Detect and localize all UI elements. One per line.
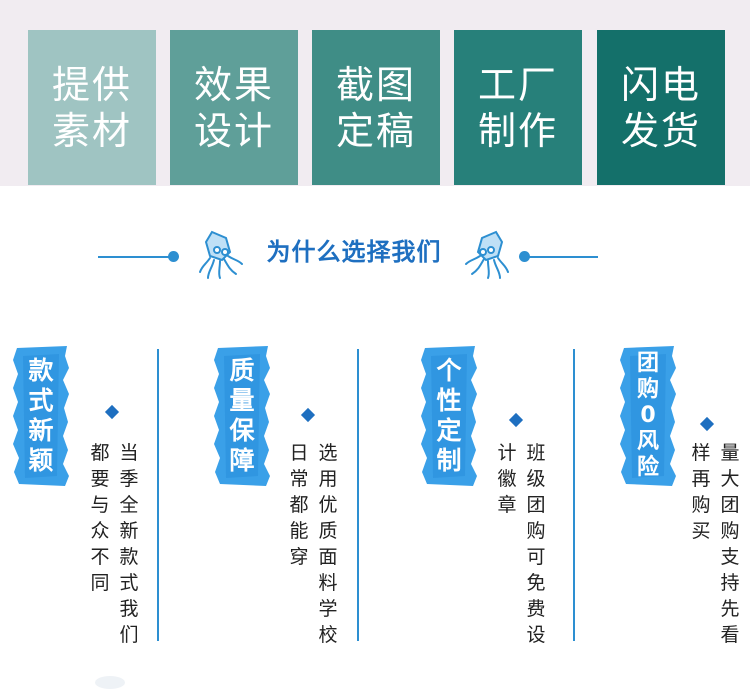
feature-badge-4: 团购0风险 (618, 346, 678, 486)
step-label-2: 效果设计 (193, 62, 274, 153)
feature-divider-1 (157, 349, 159, 641)
section-heading: 为什么选择我们 (266, 238, 442, 266)
bottom-decoration (95, 676, 125, 689)
feature-4-line-2: 样再购买 (691, 442, 711, 542)
feature-3-line-2: 计徽章 (497, 442, 517, 516)
brush-badge-shape (214, 346, 270, 486)
feature-divider-3 (573, 349, 575, 641)
feature-4-line-1: 量大团购支持先看 (720, 442, 740, 646)
step-tile-3: 截图定稿 (312, 30, 440, 185)
step-tile-5: 闪电发货 (597, 30, 725, 185)
feature-diamond-3 (508, 412, 524, 428)
brush-badge-shape (421, 346, 477, 486)
feature-2-line-2: 日常都能穿 (289, 442, 309, 568)
feature-badge-label: 个性定制 (436, 356, 462, 475)
feature-diamond-2 (300, 407, 316, 423)
feature-badge-label: 质量保障 (229, 356, 255, 475)
feature-badge-1: 款式新颖 (11, 346, 71, 486)
feature-2-line-1: 选用优质面料学校 (318, 442, 338, 646)
feature-badge-3: 个性定制 (419, 346, 479, 486)
step-label-3: 截图定稿 (335, 62, 416, 153)
feature-3-line-1: 班级团购可免费设 (526, 442, 546, 646)
step-label-1: 提供素材 (51, 62, 132, 153)
feature-badge-2: 质量保障 (212, 346, 272, 486)
feature-diamond-4 (699, 416, 715, 432)
feature-1-line-2: 都要与众不同 (90, 442, 110, 594)
feature-badge-label: 团购0风险 (636, 351, 659, 480)
step-tile-4: 工厂制作 (454, 30, 582, 185)
feature-1-line-1: 当季全新款式我们 (119, 442, 139, 646)
brush-badge-shape (620, 346, 676, 486)
step-tile-2: 效果设计 (170, 30, 298, 185)
feature-badge-label: 款式新颖 (28, 356, 54, 475)
heading-rule-left (98, 256, 174, 258)
squid-icon (465, 230, 509, 279)
step-tile-1: 提供素材 (28, 30, 156, 185)
squid-icon (199, 230, 243, 279)
feature-divider-2 (357, 349, 359, 641)
brush-badge-shape (13, 346, 69, 486)
step-label-5: 闪电发货 (620, 62, 701, 153)
heading-dot-left (168, 251, 179, 262)
step-label-4: 工厂制作 (477, 62, 558, 153)
heading-rule-right (524, 256, 598, 258)
feature-diamond-1 (104, 404, 120, 420)
